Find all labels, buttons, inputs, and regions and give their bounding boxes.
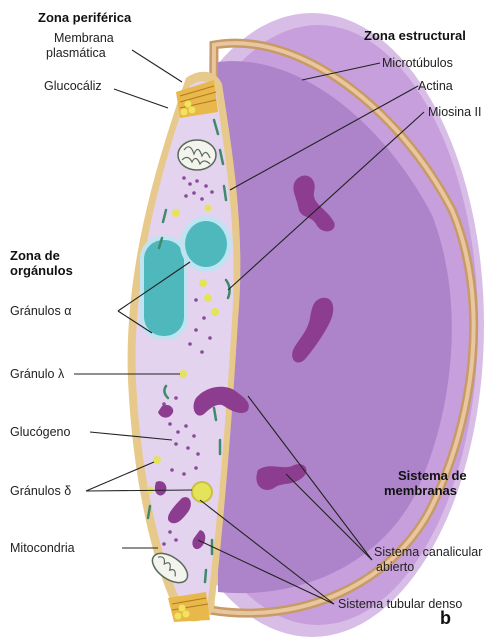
label-membrana-2: plasmática xyxy=(46,46,106,60)
alpha-granule-large xyxy=(144,240,184,336)
label-canalicular-2: abierto xyxy=(376,560,414,574)
alpha-granule-small xyxy=(185,221,227,267)
label-actina: Actina xyxy=(418,79,453,93)
label-glucogeno: Glucógeno xyxy=(10,425,71,439)
label-mitocondria: Mitocondria xyxy=(10,541,75,555)
header-sistema-membranas-2: membranas xyxy=(384,483,457,498)
header-zona-organulos-1: Zona de xyxy=(10,248,60,263)
header-zona-estructural: Zona estructural xyxy=(364,28,466,43)
mitochondrion-top xyxy=(178,140,216,170)
label-microtubulos: Microtúbulos xyxy=(382,56,453,70)
label-membrana-1: Membrana xyxy=(54,31,114,45)
dense-granule-large xyxy=(192,482,212,502)
label-canalicular-1: Sistema canalicular xyxy=(374,545,482,559)
label-granulos-alfa: Gránulos α xyxy=(10,304,71,318)
label-glucocaliz: Glucocáliz xyxy=(44,79,102,93)
header-zona-organulos-2: orgánulos xyxy=(10,263,73,278)
label-granulo-lambda: Gránulo λ xyxy=(10,367,65,381)
label-granulos-delta: Gránulos δ xyxy=(10,484,71,498)
label-miosina: Miosina II xyxy=(428,105,482,119)
header-sistema-membranas-1: Sistema de xyxy=(398,468,467,483)
panel-letter: b xyxy=(440,608,451,628)
lambda-granule xyxy=(179,370,187,378)
header-zona-periferica: Zona periférica xyxy=(38,10,132,25)
